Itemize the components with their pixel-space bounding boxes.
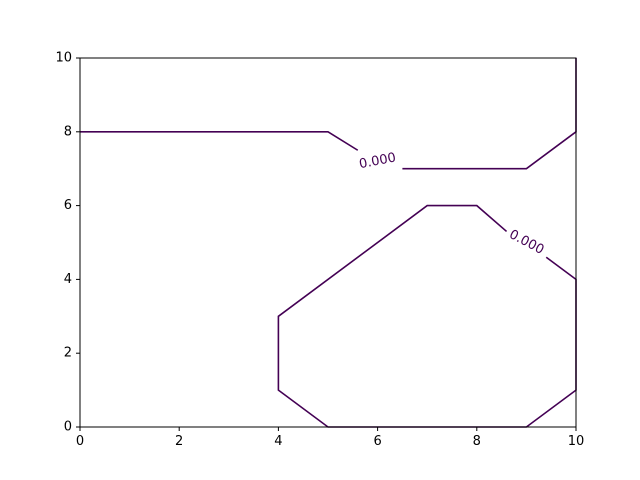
contour-line-0-0 (80, 131, 359, 151)
x-tick-label: 0 (76, 434, 84, 449)
contour-line-0-1 (402, 58, 577, 170)
contour-label-0-1: 0.000 (506, 227, 546, 258)
x-tick-label: 2 (175, 434, 183, 449)
y-axis-ticks: 0 2 4 6 8 10 (55, 51, 80, 435)
y-tick-label: 4 (64, 272, 72, 287)
x-axis-ticks: 0 2 4 6 8 10 (76, 427, 584, 449)
axes-frame (79, 57, 577, 428)
x-tick-label: 6 (373, 434, 381, 449)
contour-labels: 0.000 0.000 (358, 150, 546, 257)
contour-lines (80, 58, 577, 428)
y-tick-label: 6 (64, 198, 72, 213)
y-tick-label: 0 (64, 420, 72, 435)
x-tick-label: 8 (473, 434, 481, 449)
y-tick-label: 2 (64, 346, 72, 361)
x-tick-label: 4 (274, 434, 282, 449)
y-tick-label: 10 (55, 51, 72, 66)
y-tick-label: 8 (64, 124, 72, 139)
x-tick-label: 10 (568, 434, 585, 449)
contour-label-0-0: 0.000 (358, 150, 397, 172)
